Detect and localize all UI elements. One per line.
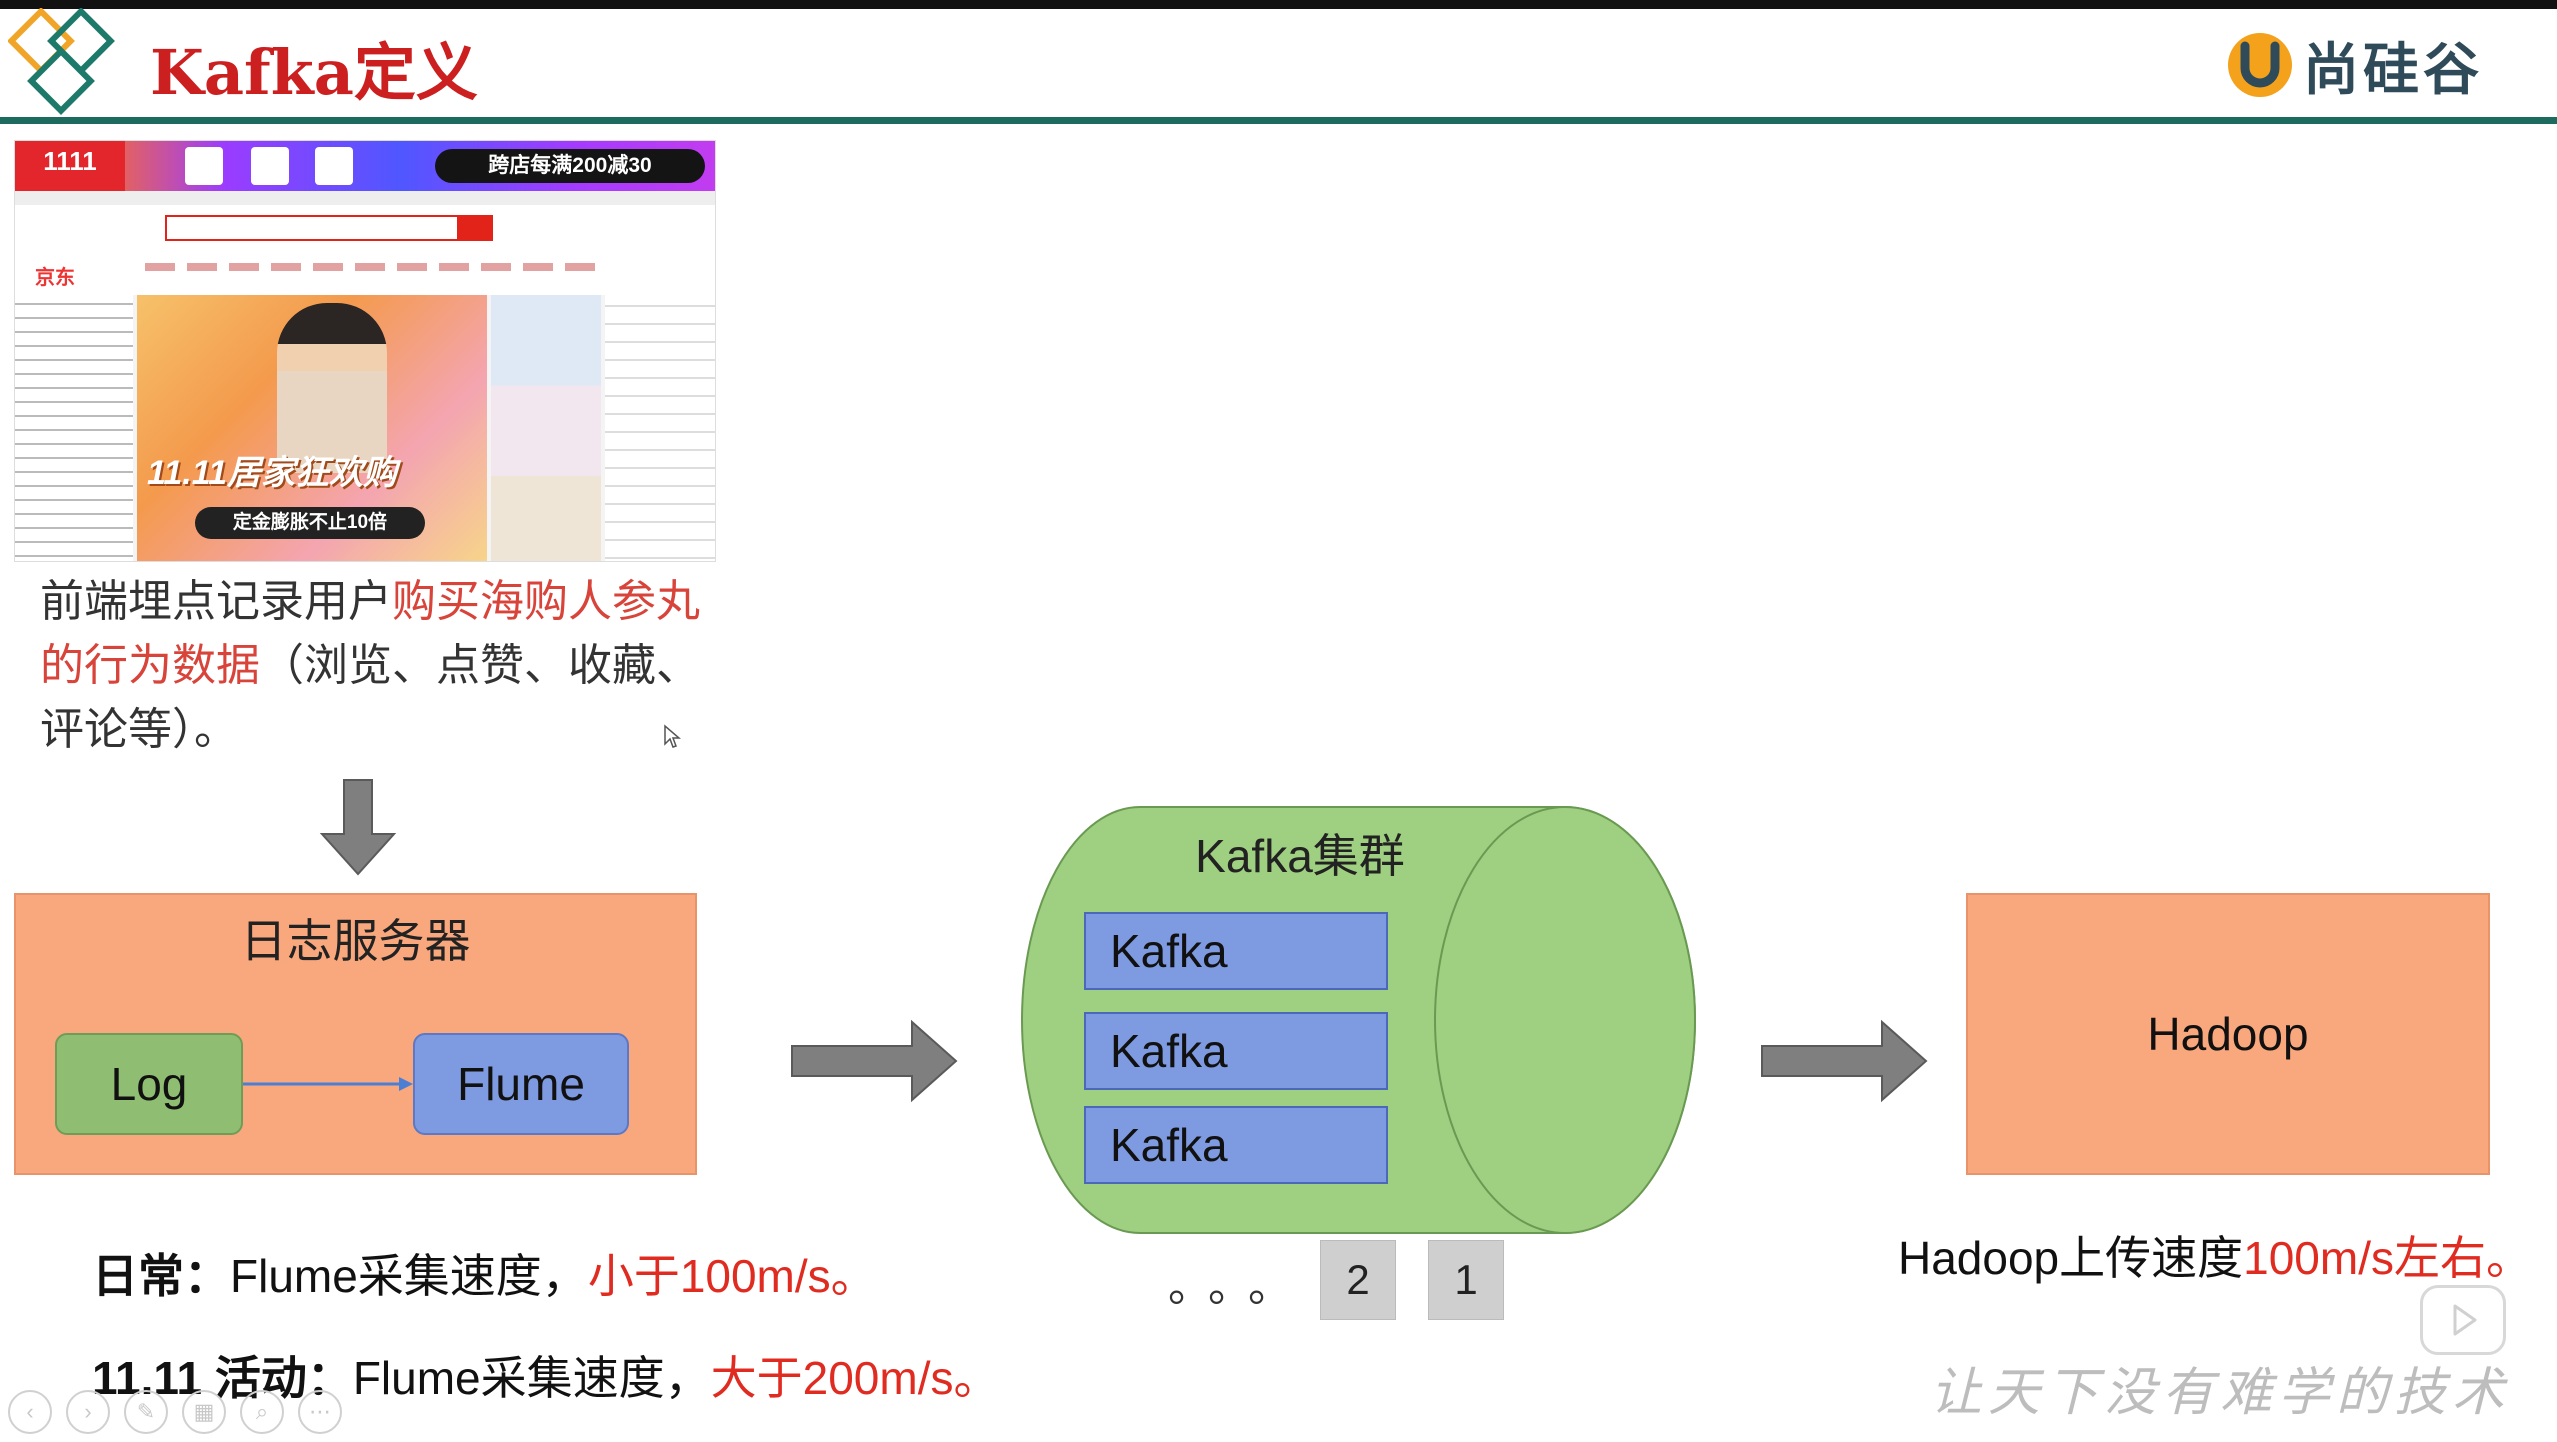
logo-diamonds-icon [8,8,115,115]
log-server-title: 日志服务器 [240,915,471,967]
site-logo: 京东 [35,267,75,289]
description-text: 前端埋点记录用户 [40,576,392,627]
site-header [15,205,715,295]
flume-node: Flume [413,1033,629,1135]
slogan-watermark: 让天下没有难学的技术 [1930,1363,2511,1423]
stat-text: Hadoop上传速度 [1898,1232,2244,1284]
product-thumb [315,147,353,185]
hadoop-speed-stat: Hadoop上传速度100m/s左右。 [1898,1222,2532,1288]
product-thumb [185,147,223,185]
banner-title: 11.11居家狂欢购 [147,454,398,492]
play-button[interactable] [2420,1285,2506,1355]
play-icon [2453,1304,2477,1336]
banner-button: 定金膨胀不止10倍 [195,507,425,539]
stat-value: 大于200m/s。 [710,1352,1000,1404]
double-eleven-badge: 1111 [15,141,125,191]
slide-controls: ‹ › ✎ ▦ ⌕ ⋯ [8,1390,342,1434]
right-arrow-icon [791,1019,958,1103]
kafka-cluster-title: Kafka集群 [1195,830,1405,882]
description-text: （浏览、点赞、收藏、评论等）。 [40,640,700,755]
banner-model-image [277,303,387,473]
category-nav [145,263,605,271]
next-slide-icon[interactable]: › [66,1390,110,1434]
stat-text: Flume采集速度， [230,1250,588,1302]
stat-value: 100m/s左右。 [2243,1232,2532,1284]
zoom-icon[interactable]: ⌕ [240,1390,284,1434]
partition-box: 2 [1320,1240,1396,1320]
stat-text: Flume采集速度， [352,1352,711,1404]
promo-pill: 跨店每满200减30 [435,149,705,183]
stat-value: 小于100m/s。 [587,1250,877,1302]
brand-name: 尚硅谷 [2303,37,2483,103]
side-service-panel [605,295,715,561]
slides-grid-icon[interactable]: ▦ [182,1390,226,1434]
mouse-cursor-icon [664,724,681,748]
stat-label: 日常： [92,1250,230,1302]
daily-speed-stat: 日常：Flume采集速度，小于100m/s。 [92,1240,877,1306]
ecommerce-screenshot: 1111 跨店每满200减30 京东 11.11居家狂欢购 定金膨胀不止10倍 [14,140,716,562]
product-thumb [251,147,289,185]
description-highlight: 购买海购人参丸的行为数据 [40,576,700,691]
kafka-broker: Kafka [1084,1106,1388,1184]
log-to-flume-arrow [243,1077,413,1091]
brand-logo: 尚硅谷 [2225,30,2483,103]
page-title: Kafka定义 [150,36,478,109]
hadoop-node: Hadoop [1966,893,2490,1175]
prev-slide-icon[interactable]: ‹ [8,1390,52,1434]
partition-ellipsis: 。。。 [1168,1262,1310,1311]
log-node: Log [55,1033,243,1135]
sub-nav [15,191,715,205]
header-divider [0,117,2557,124]
down-arrow-icon [319,779,397,876]
partition-box: 1 [1428,1240,1504,1320]
kafka-broker: Kafka [1084,912,1388,990]
more-icon[interactable]: ⋯ [298,1390,342,1434]
top-bar [0,0,2557,9]
kafka-broker: Kafka [1084,1012,1388,1090]
search-input [165,215,459,241]
search-button [457,215,493,241]
pen-icon[interactable]: ✎ [124,1390,168,1434]
category-list [15,295,133,561]
tracking-description: 前端埋点记录用户购买海购人参丸的行为数据（浏览、点赞、收藏、评论等）。 [40,570,740,762]
brand-u-icon [2228,33,2292,97]
hero-banner: 11.11居家狂欢购 定金膨胀不止10倍 [137,295,487,561]
right-arrow-icon [1761,1019,1928,1103]
side-promos [491,295,601,561]
